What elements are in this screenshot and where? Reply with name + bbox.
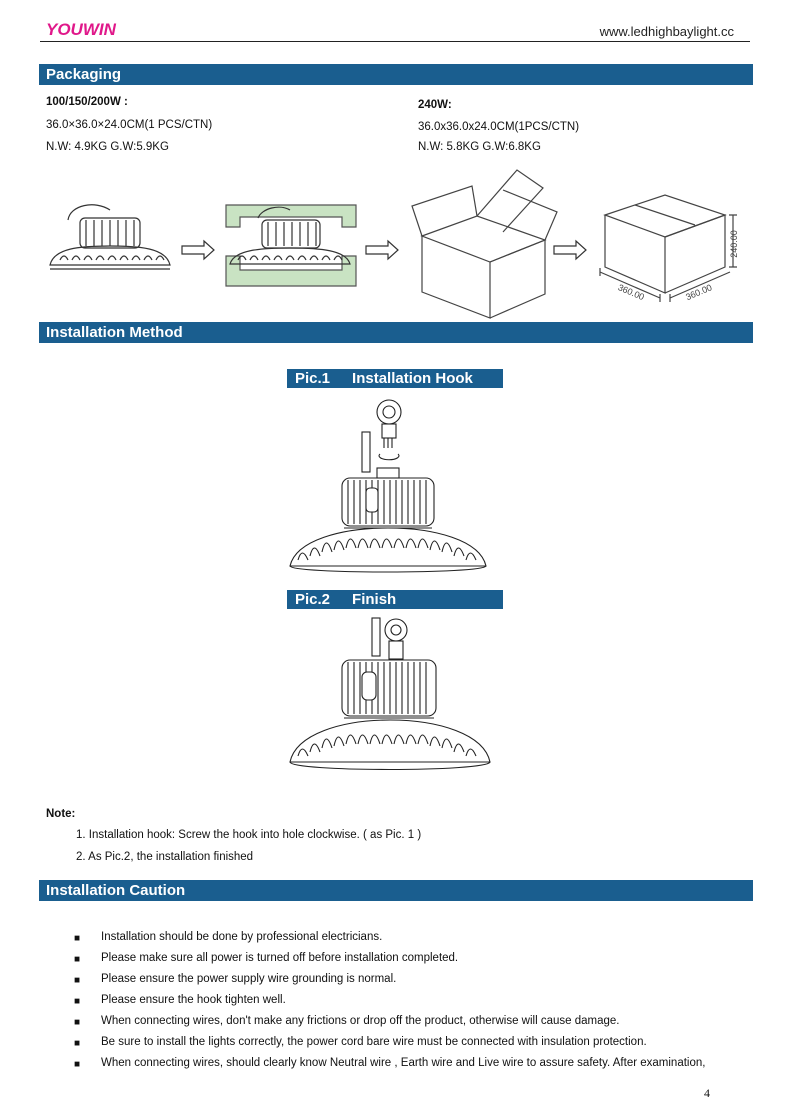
arrow-right-icon	[181, 239, 215, 261]
list-item: ■Installation should be done by professi…	[74, 929, 754, 950]
bullet-square-icon: ■	[74, 933, 81, 944]
pic1-label: Installation Hook	[352, 370, 473, 387]
pic2-number: Pic.2	[295, 591, 331, 608]
section-caution-title: Installation Caution	[39, 880, 753, 901]
list-item: ■Please make sure all power is turned of…	[74, 950, 754, 971]
page-number: 4	[704, 1086, 710, 1100]
note-item-2: 2. As Pic.2, the installation finished	[76, 851, 254, 863]
bullet-square-icon: ■	[74, 1059, 81, 1070]
section-packaging-title: Packaging	[39, 64, 753, 85]
pack-left-weight: N.W: 4.9KG G.W:5.9KG	[46, 141, 169, 153]
bullet-square-icon: ■	[74, 996, 81, 1007]
brand-logo: YOUWIN	[46, 20, 116, 39]
pic1-number: Pic.1	[295, 370, 331, 387]
bullet-square-icon: ■	[74, 975, 81, 986]
list-item: ■When connecting wires, don't make any f…	[74, 1013, 754, 1034]
pack-right-size: 36.0x36.0x24.0CM(1PCS/CTN)	[418, 121, 580, 133]
closed-box-icon	[599, 194, 737, 302]
installation-finish-illustration	[289, 617, 491, 771]
open-box-icon	[411, 169, 558, 319]
pic2-label: Finish	[352, 591, 397, 608]
lamp-icon	[49, 204, 171, 270]
pic2-caption: Pic.2 Finish	[287, 590, 503, 609]
pack-right-heading: 240W:	[418, 99, 452, 111]
section-installation-title: Installation Method	[39, 322, 753, 343]
bullet-square-icon: ■	[74, 1038, 81, 1049]
bullet-square-icon: ■	[74, 1017, 81, 1028]
box-height-label: 240.00	[729, 230, 739, 258]
header-rule	[40, 41, 750, 42]
caution-list: ■Installation should be done by professi…	[74, 929, 754, 1076]
pack-left-heading: 100/150/200W :	[46, 96, 128, 108]
list-item: ■Be sure to install the lights correctly…	[74, 1034, 754, 1055]
installation-hook-illustration	[289, 399, 487, 573]
foam-packed-lamp-icon	[225, 204, 357, 287]
packaging-process-illustration: 240.00 360.00 360.00	[49, 169, 739, 319]
list-item: ■When connecting wires, should clearly k…	[74, 1055, 754, 1076]
arrow-right-icon	[365, 239, 399, 261]
pack-right-weight: N.W: 5.8KG G.W:6.8KG	[418, 141, 541, 153]
pic1-caption: Pic.1 Installation Hook	[287, 369, 503, 388]
list-item: ■Please ensure the hook tighten well.	[74, 992, 754, 1013]
list-item: ■Please ensure the power supply wire gro…	[74, 971, 754, 992]
pack-left-size: 36.0×36.0×24.0CM(1 PCS/CTN)	[46, 119, 213, 131]
header-url: www.ledhighbaylight.cc	[599, 24, 734, 39]
bullet-square-icon: ■	[74, 954, 81, 965]
note-label: Note:	[46, 808, 76, 820]
arrow-right-icon	[553, 239, 587, 261]
note-item-1: 1. Installation hook: Screw the hook int…	[76, 829, 422, 841]
